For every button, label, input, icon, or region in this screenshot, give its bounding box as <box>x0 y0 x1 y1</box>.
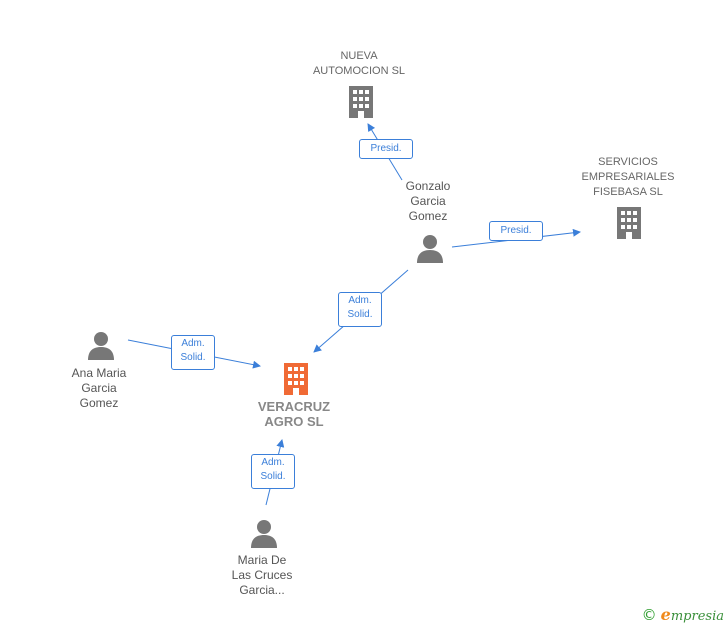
edge-label-adm-solid-maria: Adm. Solid. <box>251 454 295 489</box>
company-label-servicios-empresariales[interactable]: SERVICIOS EMPRESARIALES FISEBASA SL <box>581 156 675 198</box>
person-label-gonzalo[interactable]: Gonzalo Garcia Gomez <box>405 179 451 223</box>
person-icon[interactable] <box>415 233 445 263</box>
edge-label-presid-nueva: Presid. <box>359 139 413 159</box>
company-label-nueva-automocion[interactable]: NUEVA AUTOMOCION SL <box>312 50 406 77</box>
brand-initial: e <box>660 605 671 624</box>
edge-label-adm-solid-ana: Adm. Solid. <box>171 335 215 370</box>
person-label-ana-maria[interactable]: Ana Maria Garcia Gomez <box>71 366 127 410</box>
person-icon[interactable] <box>249 518 279 548</box>
building-icon[interactable] <box>346 84 376 120</box>
edge-label-presid-servicios: Presid. <box>489 221 543 241</box>
person-label-maria-de-las-cruces[interactable]: Maria De Las Cruces Garcia... <box>231 553 293 597</box>
brand-name: mpresia <box>670 609 724 624</box>
person-icon[interactable] <box>86 330 116 360</box>
empresia-logo: ©empresia <box>642 605 724 624</box>
company-label-veracruz-agro[interactable]: VERACRUZ AGRO SL <box>257 399 331 429</box>
copyright-icon: © <box>641 606 657 624</box>
building-icon[interactable] <box>614 205 644 241</box>
building-icon[interactable] <box>281 361 311 397</box>
edge-label-adm-solid-gonzalo: Adm. Solid. <box>338 292 382 327</box>
